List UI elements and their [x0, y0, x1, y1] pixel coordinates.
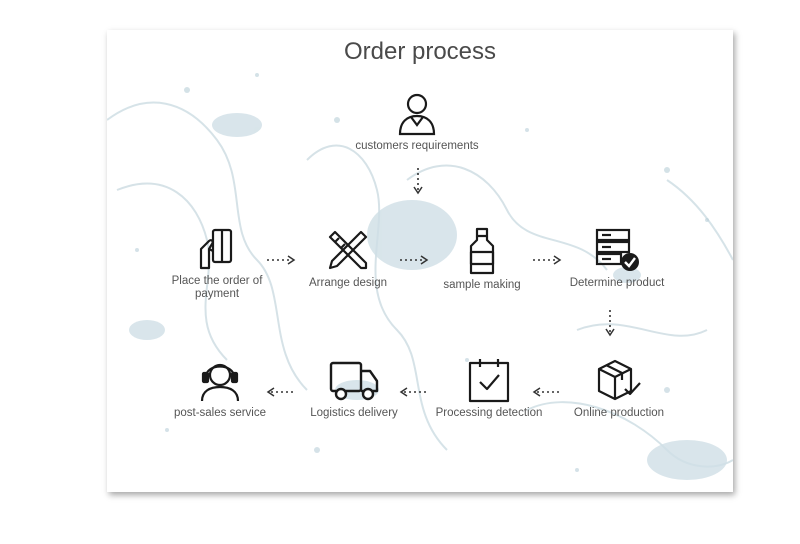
step-processing-detection: Processing detection — [419, 357, 559, 420]
step-label: sample making — [443, 279, 521, 291]
order-process-card: Order process customers requirements Pla… — [107, 30, 733, 492]
pencil-ruler-icon — [328, 230, 368, 270]
truck-icon — [329, 361, 379, 401]
step-label: Arrange design — [309, 277, 387, 289]
step-customers-requirements: customers requirements — [347, 92, 487, 153]
arrow-left-1 — [532, 387, 561, 397]
arrow-left-3 — [266, 387, 295, 397]
box-check-icon — [597, 359, 641, 401]
headset-icon — [200, 363, 240, 402]
arrow-right-2 — [400, 255, 429, 265]
arrow-right-3 — [533, 255, 562, 265]
step-post-sales-service: post-sales service — [150, 357, 290, 420]
arrow-left-2 — [399, 387, 428, 397]
payment-card-icon — [199, 228, 233, 270]
arrow-down-2 — [605, 310, 615, 337]
step-sample-making: sample making — [412, 227, 552, 292]
step-arrange-design: Arrange design — [278, 227, 418, 290]
step-online-production: Online production — [549, 357, 689, 420]
customer-icon — [398, 93, 436, 136]
step-label: Online production — [573, 407, 665, 419]
step-label: Processing detection — [435, 407, 543, 419]
step-label: Determine product — [569, 277, 665, 289]
clipboard-check-icon — [468, 359, 510, 403]
bottle-icon — [469, 227, 495, 275]
step-place-order: Place the order of payment — [147, 227, 287, 301]
server-check-icon — [595, 228, 639, 271]
step-determine-product: Determine product — [547, 227, 687, 290]
step-logistics-delivery: Logistics delivery — [284, 357, 424, 420]
step-label: customers requirements — [355, 140, 479, 152]
page-title: Order process — [343, 38, 497, 65]
arrow-right-1 — [267, 255, 296, 265]
step-label: Logistics delivery — [310, 407, 398, 419]
arrow-down-1 — [413, 168, 423, 195]
step-label: Place the order of payment — [171, 275, 263, 300]
step-label: post-sales service — [173, 407, 267, 419]
